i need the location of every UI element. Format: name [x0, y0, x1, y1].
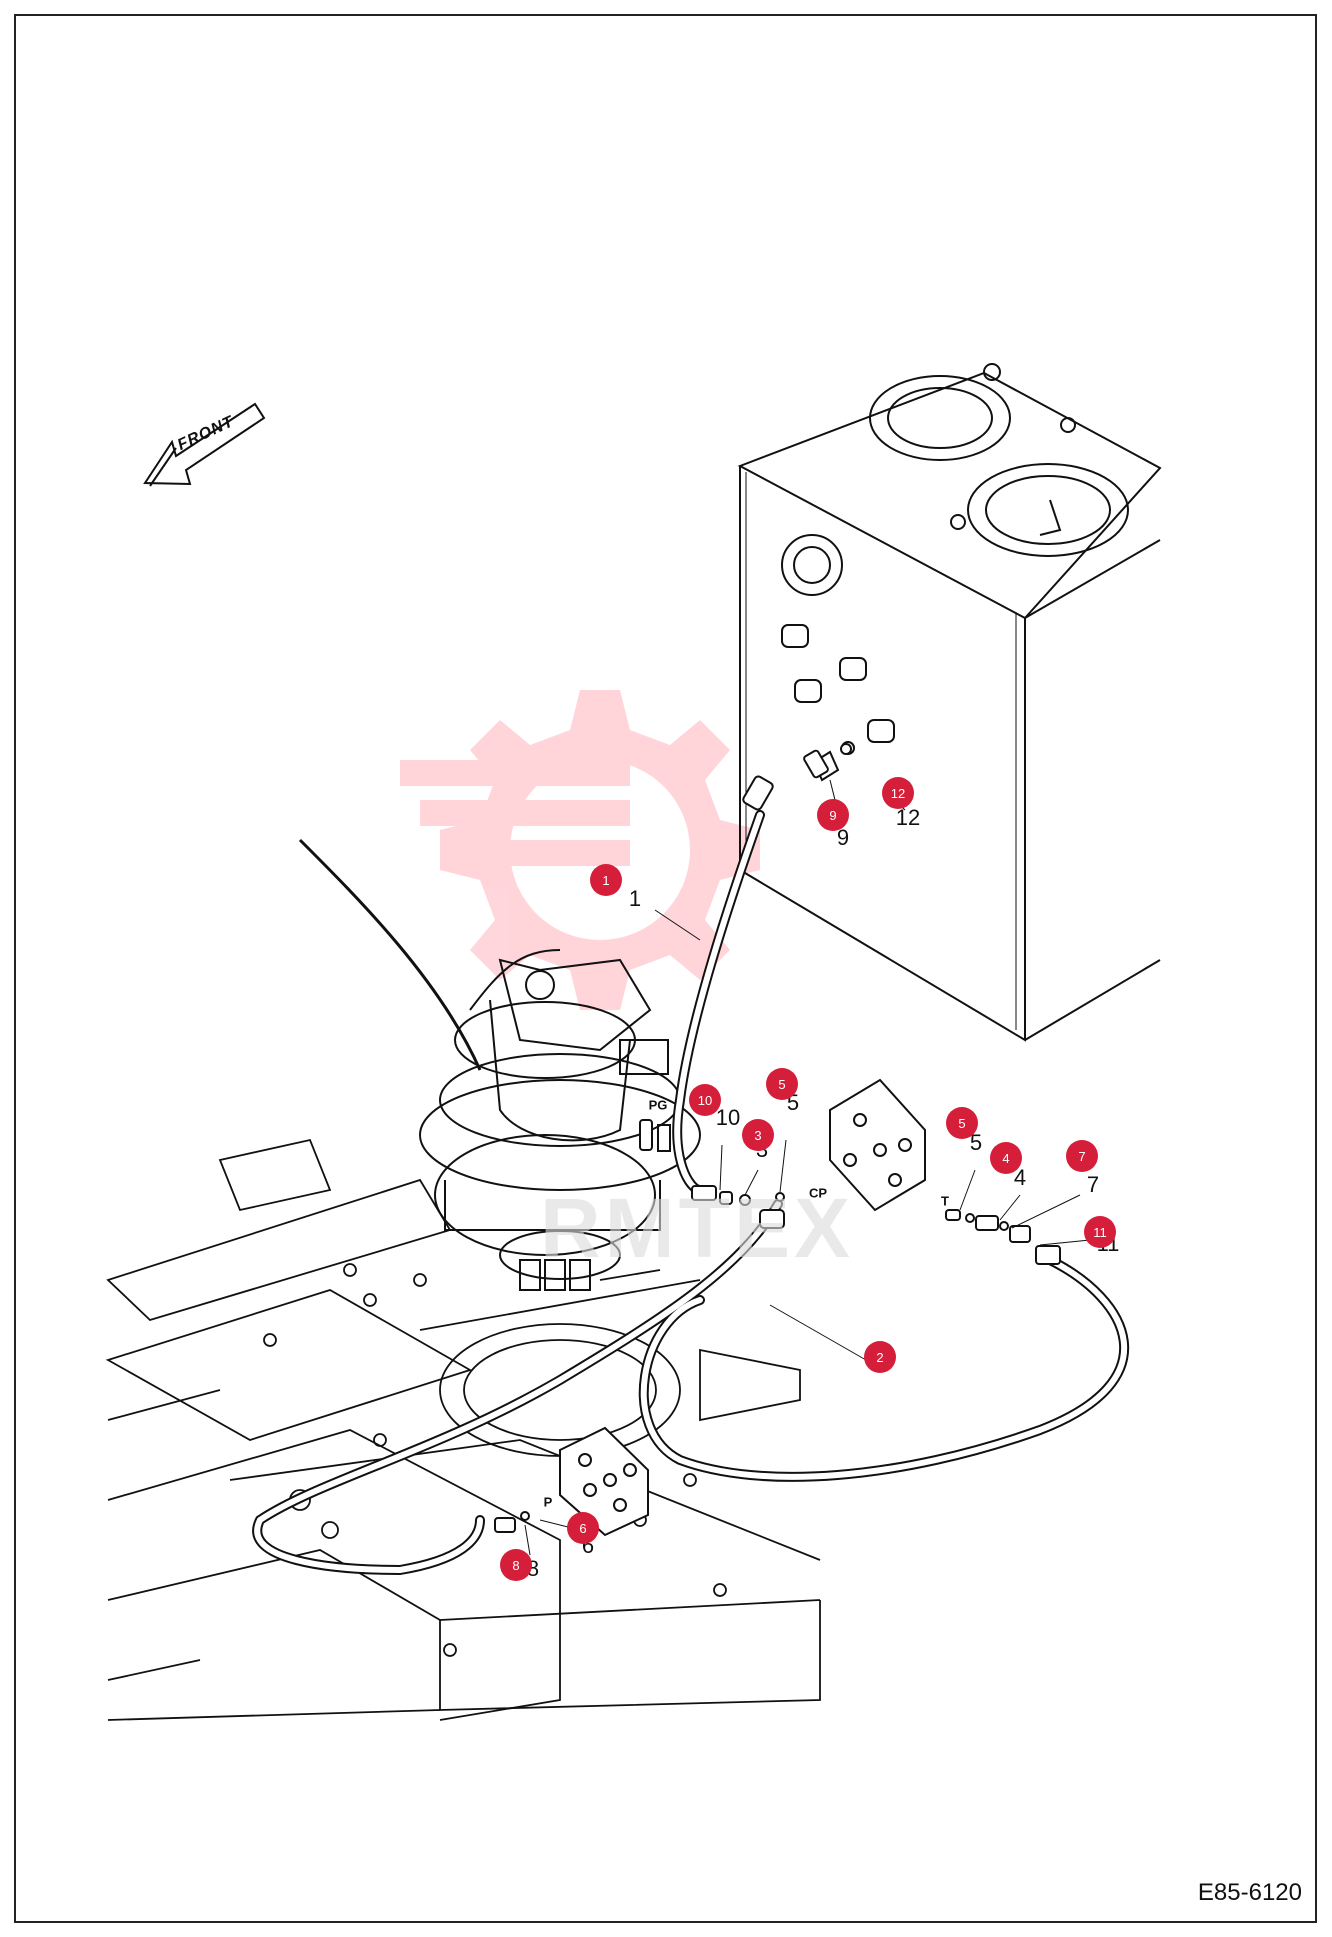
- port-label-pg: PG: [648, 1097, 668, 1113]
- machine-frame: [105, 1138, 821, 1721]
- port-label-p: P: [543, 1494, 553, 1510]
- callout-badge-11[interactable]: 11: [1084, 1216, 1116, 1248]
- valve-block-lower: [559, 1426, 649, 1537]
- callout-number-10: 10: [715, 1105, 741, 1130]
- callout-number-9: 9: [836, 825, 850, 850]
- callout-badge-9[interactable]: 9: [817, 799, 849, 831]
- valve-block-upper: [829, 1078, 926, 1212]
- hydraulic-tank: [737, 363, 1162, 1042]
- port-label-t: T: [941, 1193, 949, 1209]
- callout-badge-5b[interactable]: 5: [946, 1107, 978, 1139]
- callout-badge-2[interactable]: 2: [864, 1341, 896, 1373]
- callout-badge-5a[interactable]: 5: [766, 1068, 798, 1100]
- hose-inner: [254, 812, 1128, 1574]
- callout-badge-3[interactable]: 3: [742, 1119, 774, 1151]
- watermark-text: RMTEX: [540, 1181, 854, 1275]
- callout-number-7: 7: [1086, 1172, 1100, 1197]
- callout-number-12: 12: [895, 805, 921, 830]
- callout-badge-8[interactable]: 8: [500, 1549, 532, 1581]
- callout-badge-7[interactable]: 7: [1066, 1140, 1098, 1172]
- port-label-cp: CP: [808, 1185, 828, 1201]
- swing-motor: [298, 838, 701, 1291]
- callout-number-5b: 5: [969, 1130, 983, 1155]
- watermark-logo: [400, 690, 760, 1010]
- callout-badge-4[interactable]: 4: [990, 1142, 1022, 1174]
- drawing-code: E85-6120: [1197, 1879, 1302, 1906]
- callout-badge-10[interactable]: 10: [689, 1084, 721, 1116]
- callout-number-1: 1: [628, 886, 642, 911]
- callout-badge-1[interactable]: 1: [590, 864, 622, 896]
- drawing-frame: [14, 14, 1317, 1923]
- callout-number-4: 4: [1013, 1165, 1027, 1190]
- callout-badge-12[interactable]: 12: [882, 777, 914, 809]
- callout-badge-6[interactable]: 6: [567, 1512, 599, 1544]
- front-arrow-icon: [143, 402, 266, 487]
- fittings: [494, 743, 1061, 1533]
